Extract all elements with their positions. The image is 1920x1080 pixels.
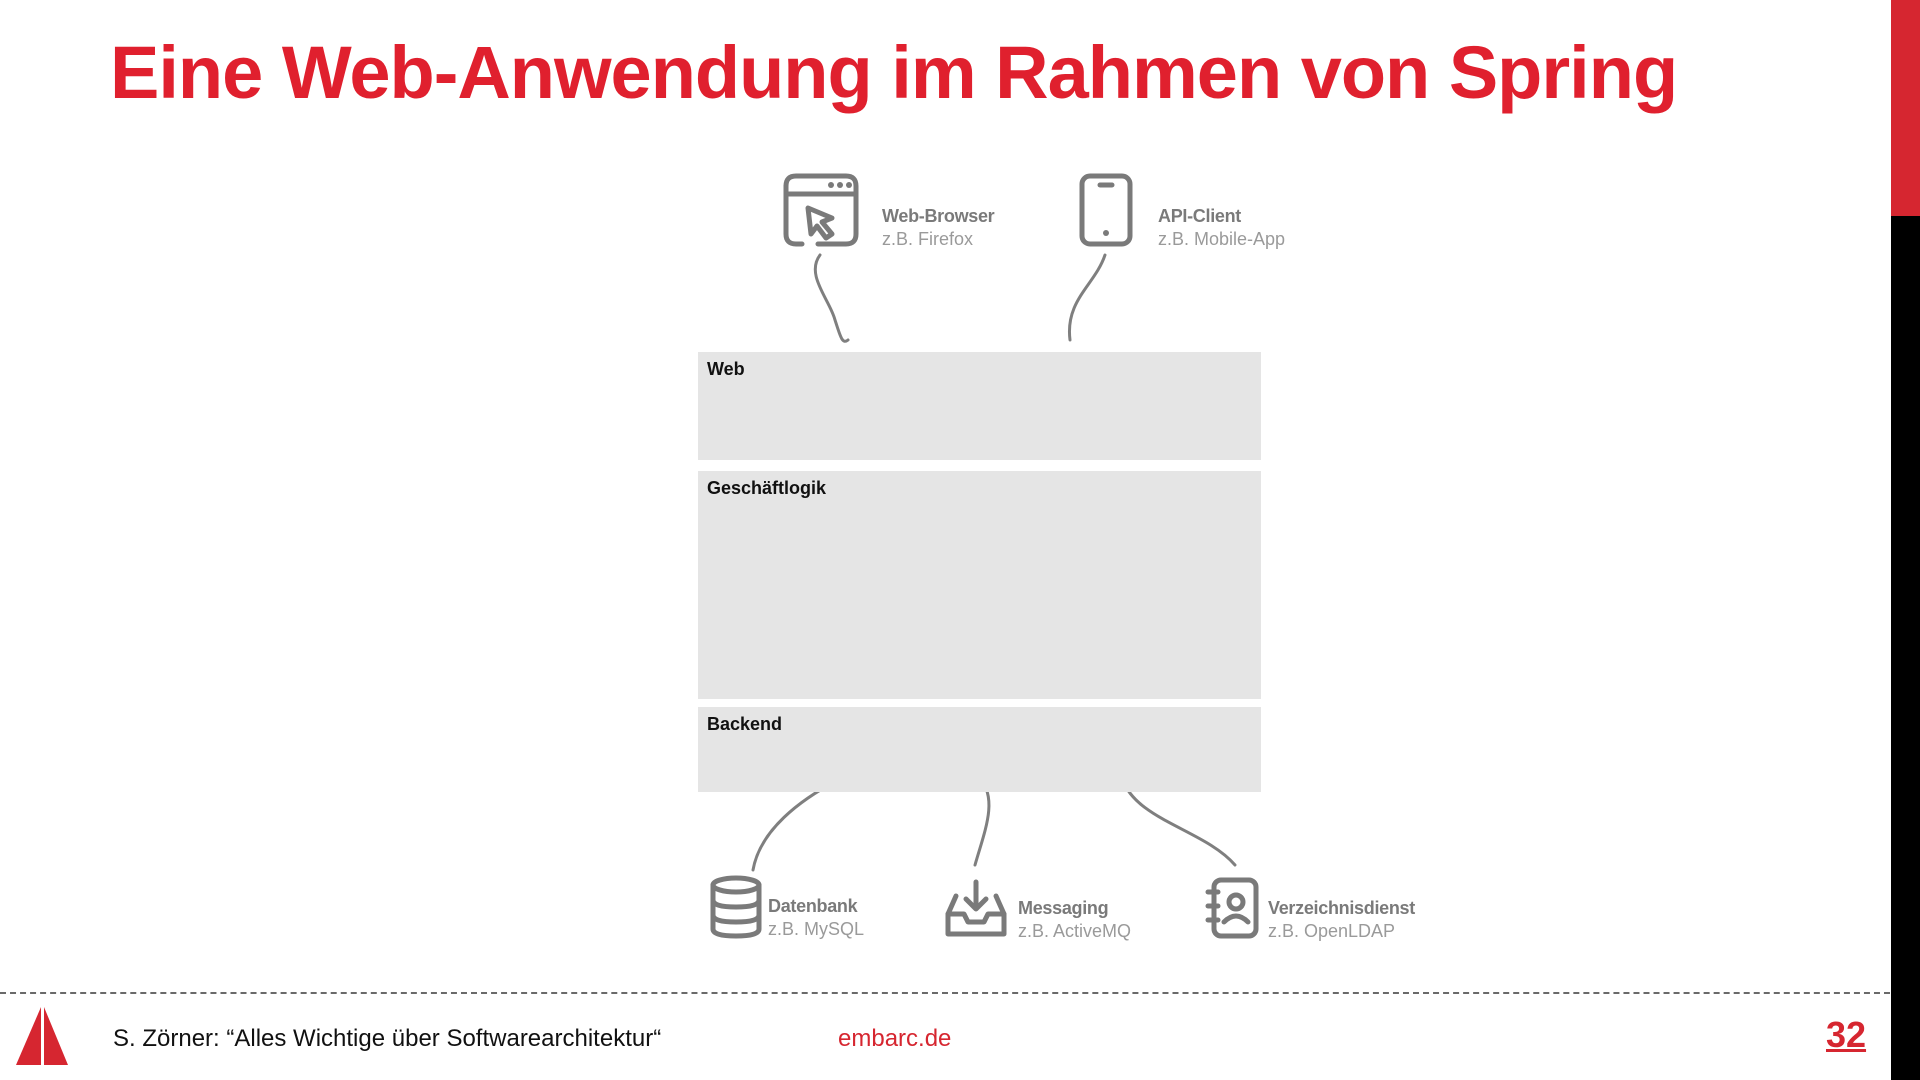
backend-directory-caption: Verzeichnisdienst z.B. OpenLDAP (1268, 897, 1415, 942)
layer-web: Web (698, 352, 1261, 460)
client-api-caption: API-Client z.B. Mobile-App (1158, 205, 1285, 250)
page-number: 32 (1826, 1014, 1867, 1055)
inbox-download-icon (944, 878, 1008, 945)
embarc-sail-logo-icon (14, 1005, 70, 1072)
footer-divider (0, 992, 1890, 994)
smartphone-icon (1078, 172, 1134, 253)
layer-backend-label: Backend (707, 714, 783, 734)
footer-website-link[interactable]: embarc.de (838, 1025, 952, 1052)
footer-citation: S. Zörner: “Alles Wichtige über Software… (113, 1025, 662, 1052)
backend-database-example: z.B. MySQL (768, 918, 865, 939)
backend-messaging-example: z.B. ActiveMQ (1018, 920, 1132, 941)
backend-messaging-caption: Messaging z.B. ActiveMQ (1018, 897, 1131, 942)
backend-directory-name: Verzeichnisdienst (1268, 898, 1415, 918)
client-browser-name: Web-Browser (882, 206, 995, 226)
connector-api-web (1067, 253, 1107, 342)
browser-cursor-icon (780, 172, 862, 253)
backend-database-name: Datenbank (768, 896, 858, 916)
client-browser-example: z.B. Firefox (882, 228, 974, 249)
client-api-name: API-Client (1158, 206, 1242, 226)
client-api-example: z.B. Mobile-App (1158, 228, 1286, 249)
backend-messaging-name: Messaging (1018, 898, 1109, 918)
backend-directory-example: z.B. OpenLDAP (1268, 920, 1396, 941)
layer-web-label: Web (707, 359, 745, 379)
address-book-icon (1204, 876, 1260, 945)
client-browser-caption: Web-Browser z.B. Firefox (882, 205, 995, 250)
layer-backend: Backend (698, 707, 1261, 792)
layer-business-logic-label: Geschäftlogik (707, 478, 827, 498)
database-icon (708, 875, 764, 946)
connector-backend-database (751, 778, 840, 872)
backend-database-caption: Datenbank z.B. MySQL (768, 895, 864, 940)
connector-browser-web (813, 253, 850, 343)
slide-title: Eine Web-Anwendung im Rahmen von Spring (110, 31, 1678, 114)
layer-business-logic: Geschäftlogik (698, 471, 1261, 699)
side-bar-accent (1891, 0, 1920, 216)
